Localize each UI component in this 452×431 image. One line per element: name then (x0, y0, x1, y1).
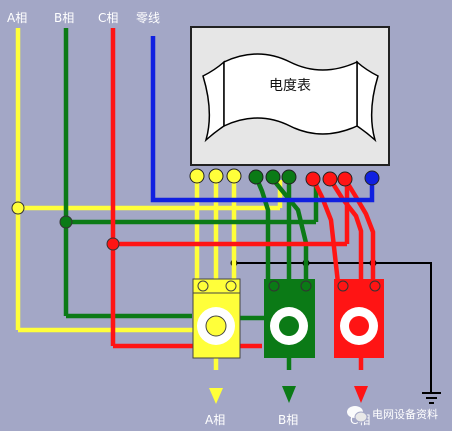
meter-terminal-c2 (322, 171, 338, 187)
label-phase-a-in: A相 (7, 11, 27, 25)
meter-terminal-c1 (305, 171, 321, 187)
ground-wire (234, 262, 441, 404)
meter-terminal-a2 (208, 168, 224, 184)
meter-terminal-a1 (189, 168, 205, 184)
output-arrow-a (209, 388, 223, 404)
meter-terminal-b1 (248, 169, 264, 185)
output-arrow-c (354, 386, 368, 403)
junction-a (11, 201, 25, 215)
meter-terminal-neutral (364, 170, 380, 186)
meter-terminals (189, 168, 380, 187)
meter-terminal-b2 (265, 169, 281, 185)
meter-banner (202, 53, 379, 143)
junction-b (59, 215, 73, 229)
label-phase-b-out: B相 (278, 413, 298, 427)
meter-terminal-b3 (281, 169, 297, 185)
output-arrow-b (282, 386, 296, 403)
junction-c (106, 237, 120, 251)
phase-b-wires (63, 28, 319, 370)
current-transformer-a (192, 278, 241, 359)
current-transformer-b (264, 279, 315, 358)
meter-terminal-a3 (226, 168, 242, 184)
watermark-text: 电网设备资料 (372, 407, 438, 421)
label-phase-a-out: A相 (205, 413, 225, 427)
label-phase-b-in: B相 (54, 11, 74, 25)
meter-label: 电度表 (269, 78, 311, 94)
label-neutral: 零线 (136, 11, 160, 25)
wechat-icon (347, 406, 368, 423)
current-transformer-c (334, 279, 384, 358)
label-phase-c-in: C相 (98, 11, 118, 25)
neutral-wire (150, 36, 375, 203)
meter-terminal-c3 (337, 171, 353, 187)
